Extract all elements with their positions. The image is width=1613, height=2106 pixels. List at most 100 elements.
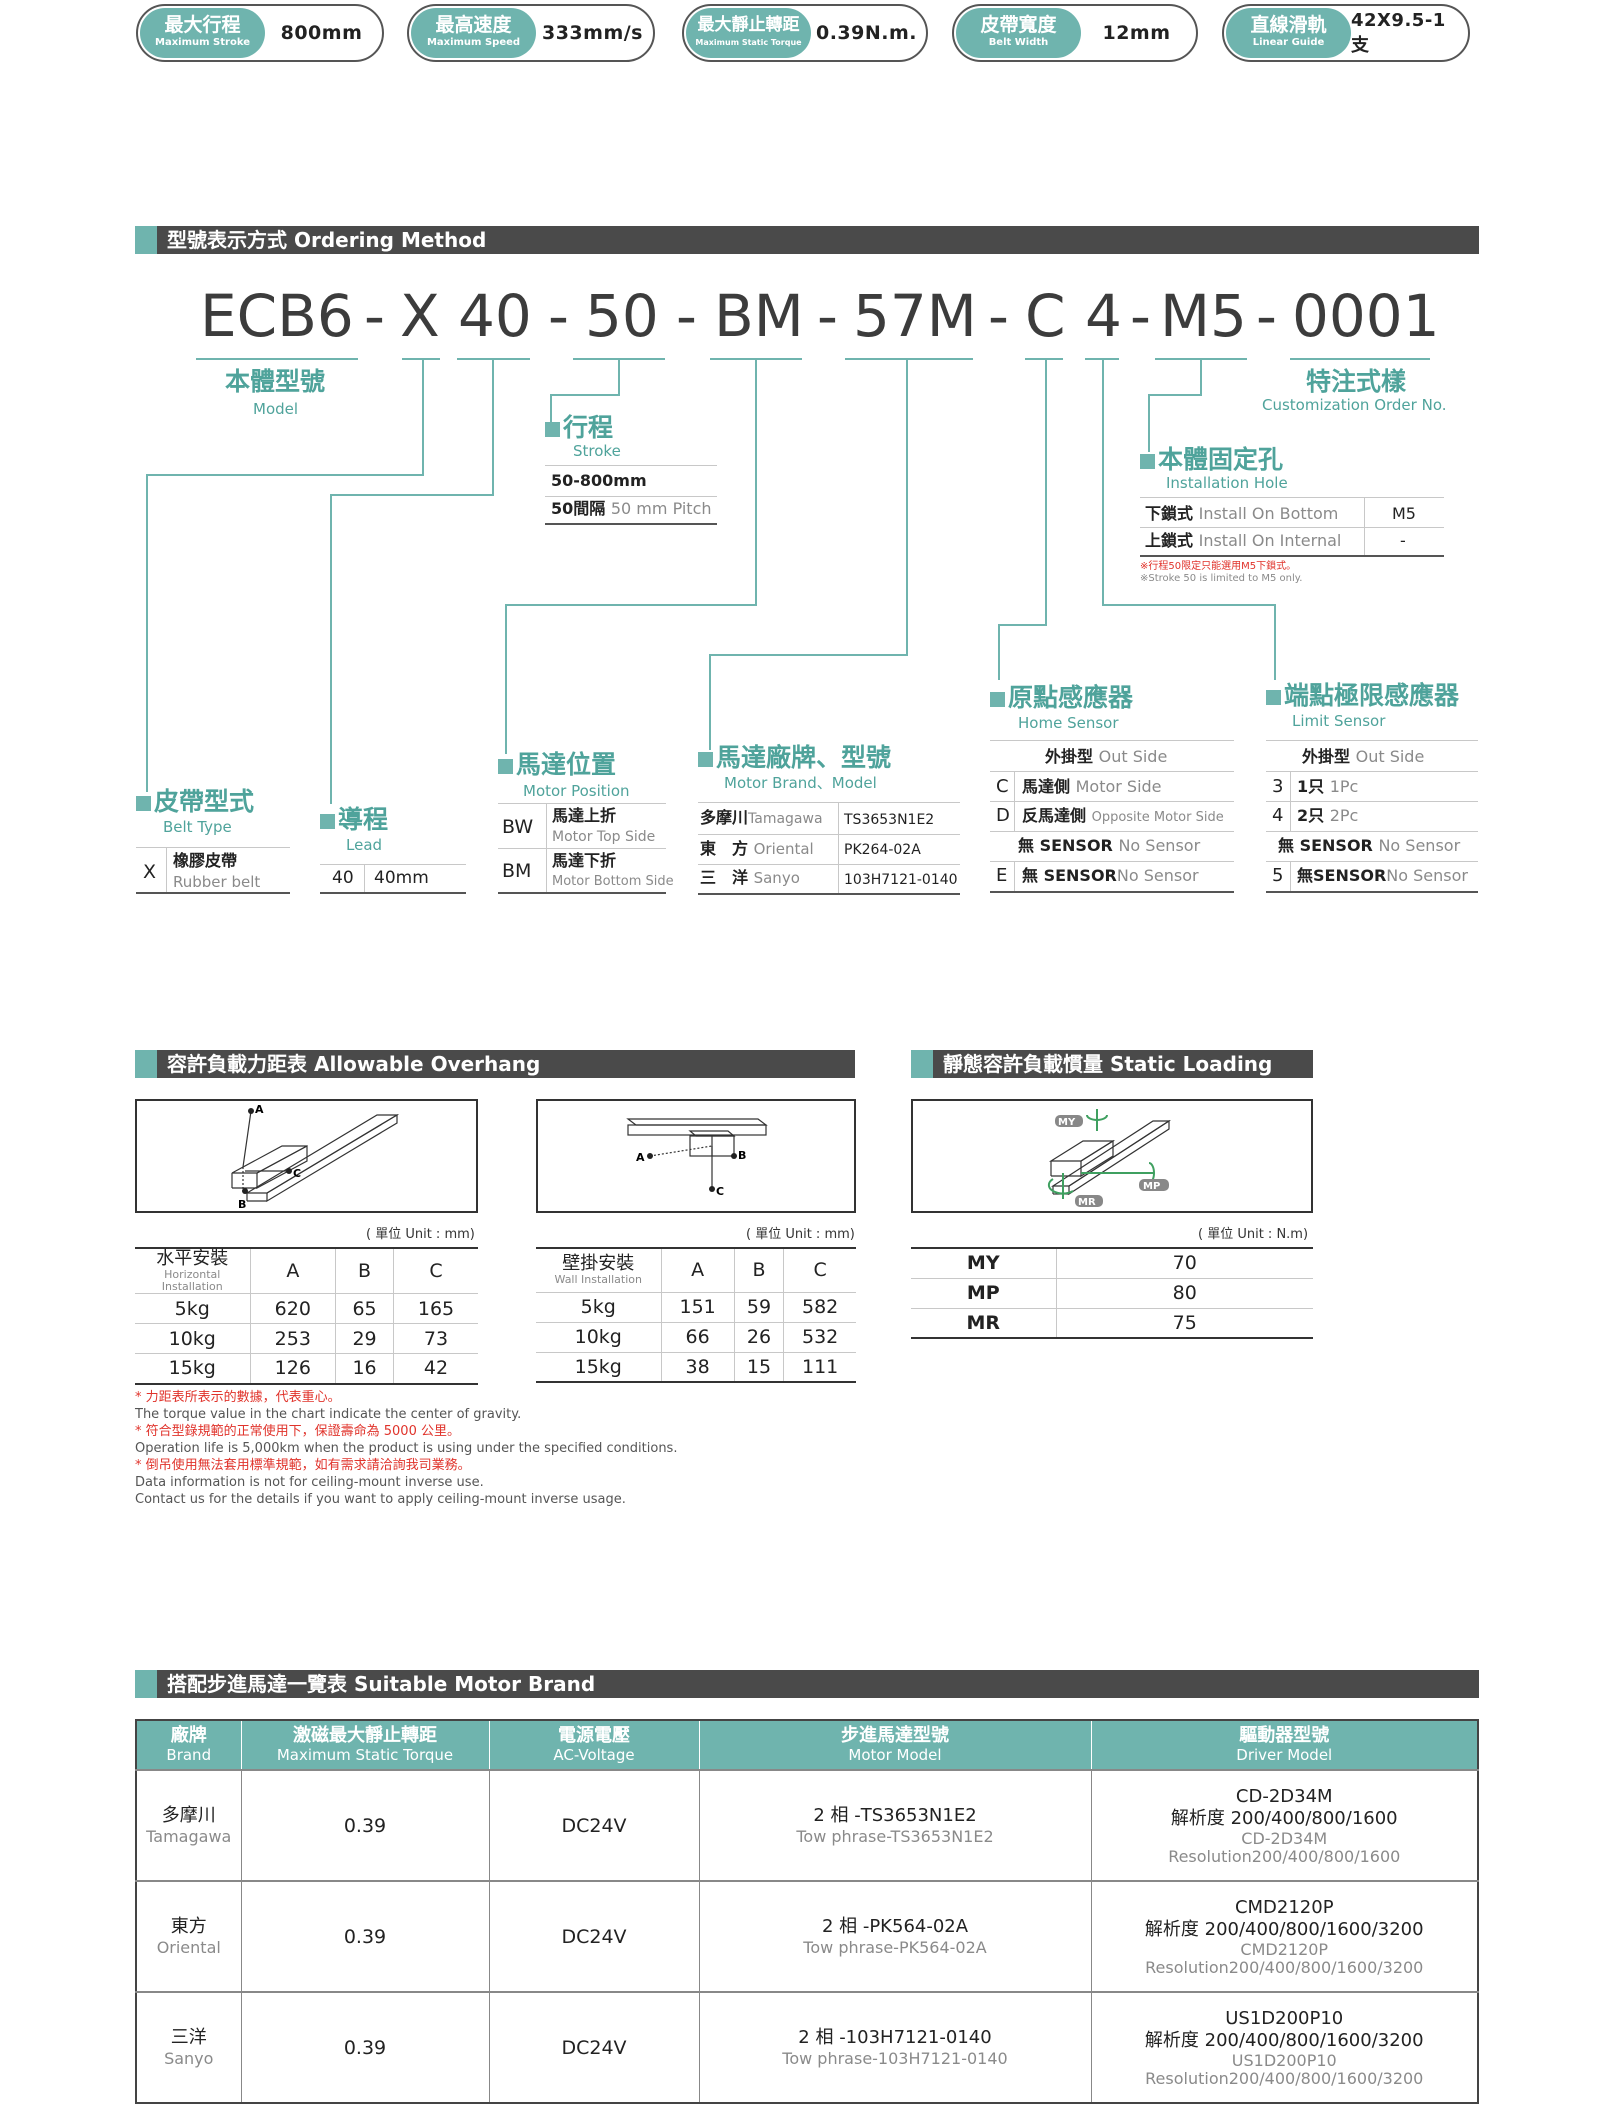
spec-value: 12mm	[1102, 22, 1171, 44]
connector	[492, 360, 494, 495]
code-custom: 0001	[1292, 282, 1440, 350]
belt-val-en: Rubber belt	[173, 873, 261, 891]
static-moment-header: 靜態容許負載慣量 Static Loading Moment	[911, 1050, 1313, 1104]
wall-installation-diagram: A B C	[536, 1099, 856, 1213]
static-moment-diagram: MY MP MR	[911, 1099, 1313, 1213]
limit-sensor-label: 端點極限感應器	[1266, 682, 1459, 710]
home-code: C	[996, 776, 1009, 797]
square-icon	[320, 814, 335, 829]
home-sensor-label-en: Home Sensor	[1018, 714, 1119, 732]
unit-mm: ( 單位 Unit : mm)	[366, 1227, 475, 1242]
connector	[1148, 394, 1202, 396]
code-home: C	[1025, 282, 1066, 350]
connector	[618, 360, 620, 396]
label-mp: MP	[1143, 1181, 1160, 1192]
brand-row: 多摩川Tamagawa	[700, 808, 823, 827]
connector	[709, 654, 711, 750]
label-a: A	[255, 1103, 264, 1116]
overhang-header: 容許負載力距表 Allowable Overhang	[135, 1050, 855, 1078]
belt-code: X	[143, 861, 157, 883]
connector	[1148, 394, 1150, 452]
footnote: * 力距表所表示的數據，代表重心。	[135, 1390, 341, 1405]
custom-label: 特注式樣	[1306, 367, 1407, 396]
footnote: Contact us for the details if you want t…	[135, 1492, 626, 1507]
motor-pos-zh: 馬達上折	[552, 806, 617, 825]
limit-sensor-label-en: Limit Sensor	[1292, 712, 1386, 730]
label-c: C	[293, 1167, 301, 1180]
connector	[1102, 604, 1276, 606]
connector	[998, 624, 1047, 626]
code-belt: X	[400, 282, 440, 350]
hole-row-bottom: 下鎖式 Install On Bottom	[1145, 504, 1339, 523]
connector	[1045, 360, 1047, 626]
label-c: C	[716, 1185, 724, 1198]
connector	[709, 654, 908, 656]
connector	[505, 604, 507, 754]
code-brand: 57M	[853, 282, 977, 350]
brand-model: 103H7121-0140	[844, 872, 958, 888]
underline-custom	[1290, 358, 1430, 360]
home-row: 無 SENSORNo Sensor	[1022, 866, 1199, 885]
code-dash: -	[676, 282, 697, 350]
custom-label-en: Customization Order No.	[1262, 396, 1447, 414]
code-dash: -	[988, 282, 1009, 350]
square-icon	[698, 752, 713, 767]
label-b: B	[738, 1149, 746, 1162]
code-stroke: 50	[585, 282, 659, 350]
brand-row: 三 洋 Sanyo	[700, 868, 800, 887]
square-icon	[136, 796, 151, 811]
connector	[550, 394, 552, 424]
code-dash: -	[817, 282, 838, 350]
square-icon	[498, 759, 513, 774]
underline-hole	[1155, 358, 1247, 360]
brand-label-en: Motor Brand、Model	[724, 774, 877, 792]
code-ecb6: ECB6	[200, 282, 354, 350]
underline-motor-pos	[710, 358, 802, 360]
square-icon	[1266, 690, 1281, 705]
connector	[146, 474, 424, 476]
code-dash: -	[548, 282, 569, 350]
footnote: Operation life is 5,000km when the produ…	[135, 1441, 678, 1456]
home-sensor-label: 原點感應器	[990, 684, 1133, 712]
underline-lead	[457, 358, 530, 360]
lead-val: 40mm	[374, 868, 429, 888]
limit-row: 無 SENSOR No Sensor	[1278, 836, 1461, 855]
belt-type-label: 皮帶型式	[136, 788, 254, 816]
home-head: 外掛型 Out Side	[1045, 747, 1168, 766]
square-icon	[990, 692, 1005, 707]
brand-row: 東 方 Oriental	[700, 839, 814, 858]
code-dash: -	[1256, 282, 1277, 350]
connector	[330, 494, 332, 804]
home-code: D	[996, 805, 1010, 826]
connector	[422, 360, 424, 475]
code-hole: M5	[1160, 282, 1247, 350]
belt-type-label-en: Belt Type	[163, 818, 232, 836]
spec-value: 333mm/s	[541, 22, 643, 44]
brand-label: 馬達廠牌、型號	[698, 744, 891, 772]
label-my: MY	[1058, 1117, 1076, 1128]
ordering-method-header: 型號表示方式 Ordering Method	[135, 226, 1479, 254]
underline-stroke	[573, 358, 665, 360]
unit-mm: ( 單位 Unit : mm)	[746, 1227, 855, 1242]
code-dash: -	[1130, 282, 1151, 350]
code-limit: 4	[1085, 282, 1122, 350]
hole-label-en: Installation Hole	[1166, 474, 1288, 492]
unit-nm: ( 單位 Unit : N.m)	[1198, 1227, 1309, 1242]
hole-row-internal: 上鎖式 Install On Internal	[1145, 531, 1342, 550]
motor-pos-en: Motor Bottom Side	[552, 874, 674, 889]
hole-code-m5: M5	[1392, 504, 1416, 523]
code-lead: 40	[458, 282, 532, 350]
connector	[1102, 360, 1104, 606]
limit-row: 無SENSORNo Sensor	[1297, 866, 1468, 885]
hole-note-zh: ※行程50限定只能選用M5下鎖式。	[1140, 561, 1297, 572]
connector	[906, 360, 908, 656]
motor-pos-code: BM	[502, 860, 532, 882]
